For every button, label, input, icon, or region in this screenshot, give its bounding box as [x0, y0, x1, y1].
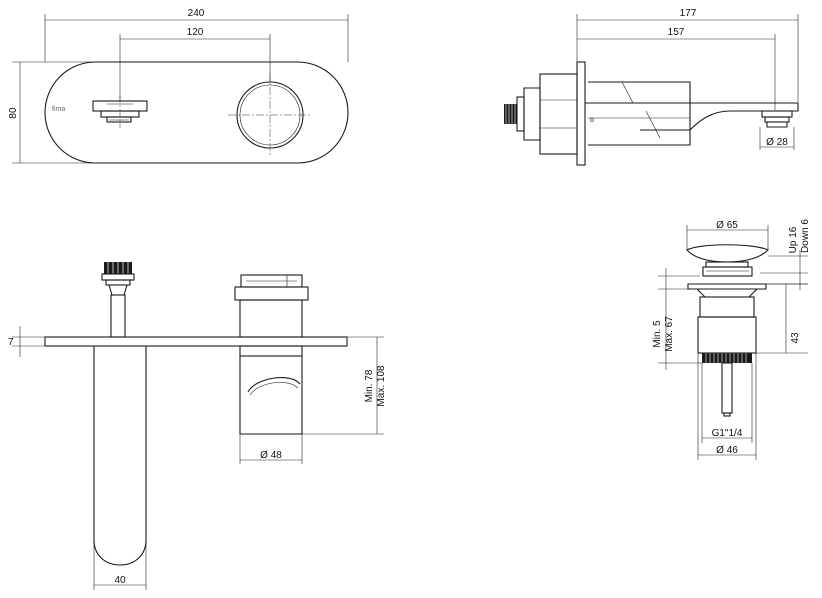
- dim-label-travel-down: Down 6: [800, 219, 811, 253]
- dim-label-cap: Ø 65: [716, 220, 738, 231]
- dim-label-waste-body: Ø 46: [716, 445, 738, 456]
- dim-label-outlet: Ø 28: [766, 137, 788, 148]
- dim-outlet-28: Ø 28: [759, 127, 795, 150]
- dim-label-height: 80: [8, 107, 19, 119]
- dim-plate-7: 7: [8, 326, 45, 357]
- front-view: fima 240 120: [8, 8, 349, 164]
- section-plate: [44, 336, 348, 347]
- waste-flange: [687, 283, 767, 290]
- dim-label-range-max: Max. 67: [664, 316, 675, 352]
- side-plate: [576, 61, 586, 166]
- dim-label-depth-max: Max. 108: [376, 365, 387, 407]
- dim-label-body: Ø 48: [260, 450, 282, 461]
- dim-body-46: Ø 46: [697, 353, 757, 460]
- dim-centers-120: 120: [119, 27, 271, 100]
- dim-label-depth-min: Min. 78: [364, 369, 375, 402]
- dim-label-height: 43: [790, 332, 801, 344]
- waste-body: [699, 296, 755, 318]
- waste-view: Ø 65 Up 16 Down 6 Min. 5 Max. 67 43: [652, 219, 811, 460]
- dim-cap-65: Ø 65: [686, 220, 769, 250]
- dim-label-width: 240: [188, 8, 205, 19]
- dim-label-range-min: Min. 5: [652, 320, 663, 348]
- section-view: 7 Min. 78 Max. 108 Ø 48 40: [8, 262, 387, 590]
- dim-spout-40: 40: [93, 540, 147, 590]
- dim-label-projection: 157: [668, 27, 685, 38]
- waste-cap: [686, 244, 769, 263]
- waste-rod: [721, 362, 733, 414]
- dim-label-centers: 120: [187, 27, 204, 38]
- dim-height-43: 43: [756, 283, 808, 354]
- brand-mark: fima: [52, 106, 65, 113]
- front-handle: [228, 73, 312, 157]
- front-plate: [44, 61, 349, 164]
- dim-travel: Up 16 Down 6: [760, 219, 811, 290]
- dim-label-overall: 177: [680, 8, 697, 19]
- dim-body-48: Ø 48: [239, 434, 303, 464]
- side-view: 177 157 Ø 28: [504, 8, 799, 166]
- dim-label-spout: 40: [114, 575, 126, 586]
- side-valve-body: [504, 73, 594, 155]
- dim-projection-157: 157: [577, 27, 776, 110]
- dim-label-travel-up: Up 16: [788, 226, 799, 253]
- dim-range: Min. 5 Max. 67: [652, 268, 702, 370]
- dim-thread: G1"1/4: [701, 363, 753, 443]
- dim-height-80: 80: [8, 61, 95, 164]
- dim-width-240: 240: [44, 8, 349, 62]
- section-mixer: [234, 274, 309, 435]
- dim-overall-177: 177: [576, 8, 799, 102]
- section-spout-connector: [101, 262, 135, 338]
- side-outlet: [761, 110, 793, 128]
- section-spout: [93, 346, 147, 566]
- dim-label-thread: G1"1/4: [712, 428, 743, 439]
- dim-label-plate: 7: [8, 337, 14, 348]
- waste-thread: [702, 353, 752, 363]
- dim-depth: Min. 78 Max. 108: [302, 336, 387, 435]
